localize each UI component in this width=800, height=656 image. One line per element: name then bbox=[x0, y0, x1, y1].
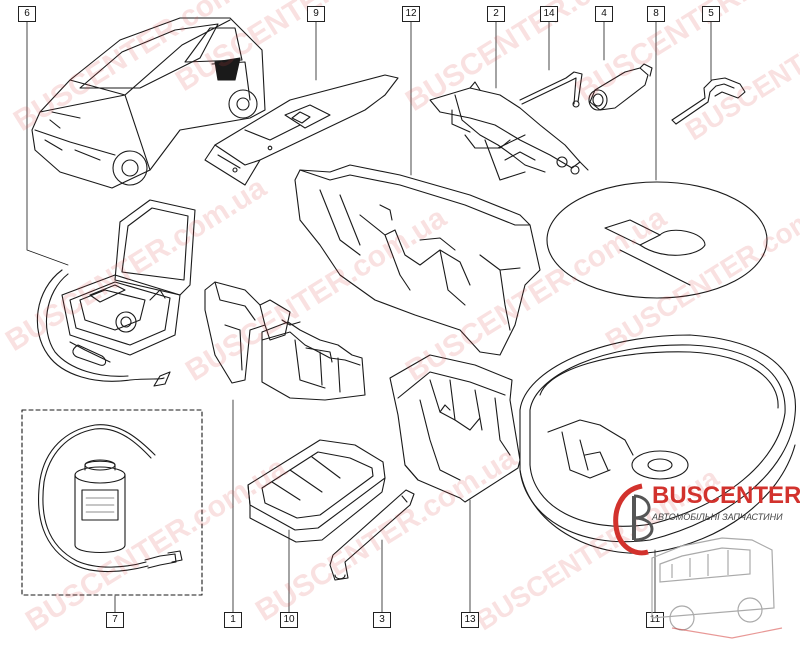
floor-disc-8 bbox=[546, 181, 768, 299]
spare-wheel-bin-11 bbox=[519, 334, 796, 554]
leader-lines bbox=[26, 19, 712, 613]
tray-9 bbox=[204, 74, 399, 186]
callout-8: 8 bbox=[647, 6, 665, 22]
callout-7: 7 bbox=[106, 612, 124, 628]
jack-handle-14 bbox=[519, 71, 583, 108]
tool-tray-12 bbox=[294, 164, 541, 356]
callout-9: 9 bbox=[307, 6, 325, 22]
tool-insert bbox=[261, 321, 366, 401]
callout-1: 1 bbox=[224, 612, 242, 628]
logo-tagline: АВТОМОБІЛЬНІ ЗАПЧАСТИНИ bbox=[652, 512, 783, 522]
callout-4: 4 bbox=[595, 6, 613, 22]
car-illustration bbox=[31, 17, 266, 189]
logo-brand: BUSCENTER bbox=[652, 482, 800, 509]
callout-13: 13 bbox=[461, 612, 479, 628]
wheel-wrench-3 bbox=[329, 489, 415, 581]
sealant-kit-7 bbox=[21, 409, 203, 596]
callout-5: 5 bbox=[702, 6, 720, 22]
callout-10: 10 bbox=[280, 612, 298, 628]
jack-2 bbox=[429, 81, 589, 181]
inflation-kit-6 bbox=[36, 199, 196, 387]
logo-mark-icon bbox=[613, 483, 783, 639]
callout-6: 6 bbox=[18, 6, 36, 22]
foam-tray-10 bbox=[247, 439, 386, 543]
buscenter-logo: BUSCENTER АВТОМОБІЛЬНІ ЗАПЧАСТИНИ bbox=[612, 478, 800, 648]
callout-12: 12 bbox=[402, 6, 420, 22]
callout-14: 14 bbox=[540, 6, 558, 22]
callout-11: 11 bbox=[646, 612, 664, 628]
foam-insert-1 bbox=[204, 281, 301, 384]
jack-holder-13 bbox=[389, 354, 521, 503]
wheel-socket-4 bbox=[588, 63, 653, 111]
callout-2: 2 bbox=[487, 6, 505, 22]
tow-hook-5 bbox=[671, 77, 746, 125]
callout-3: 3 bbox=[373, 612, 391, 628]
